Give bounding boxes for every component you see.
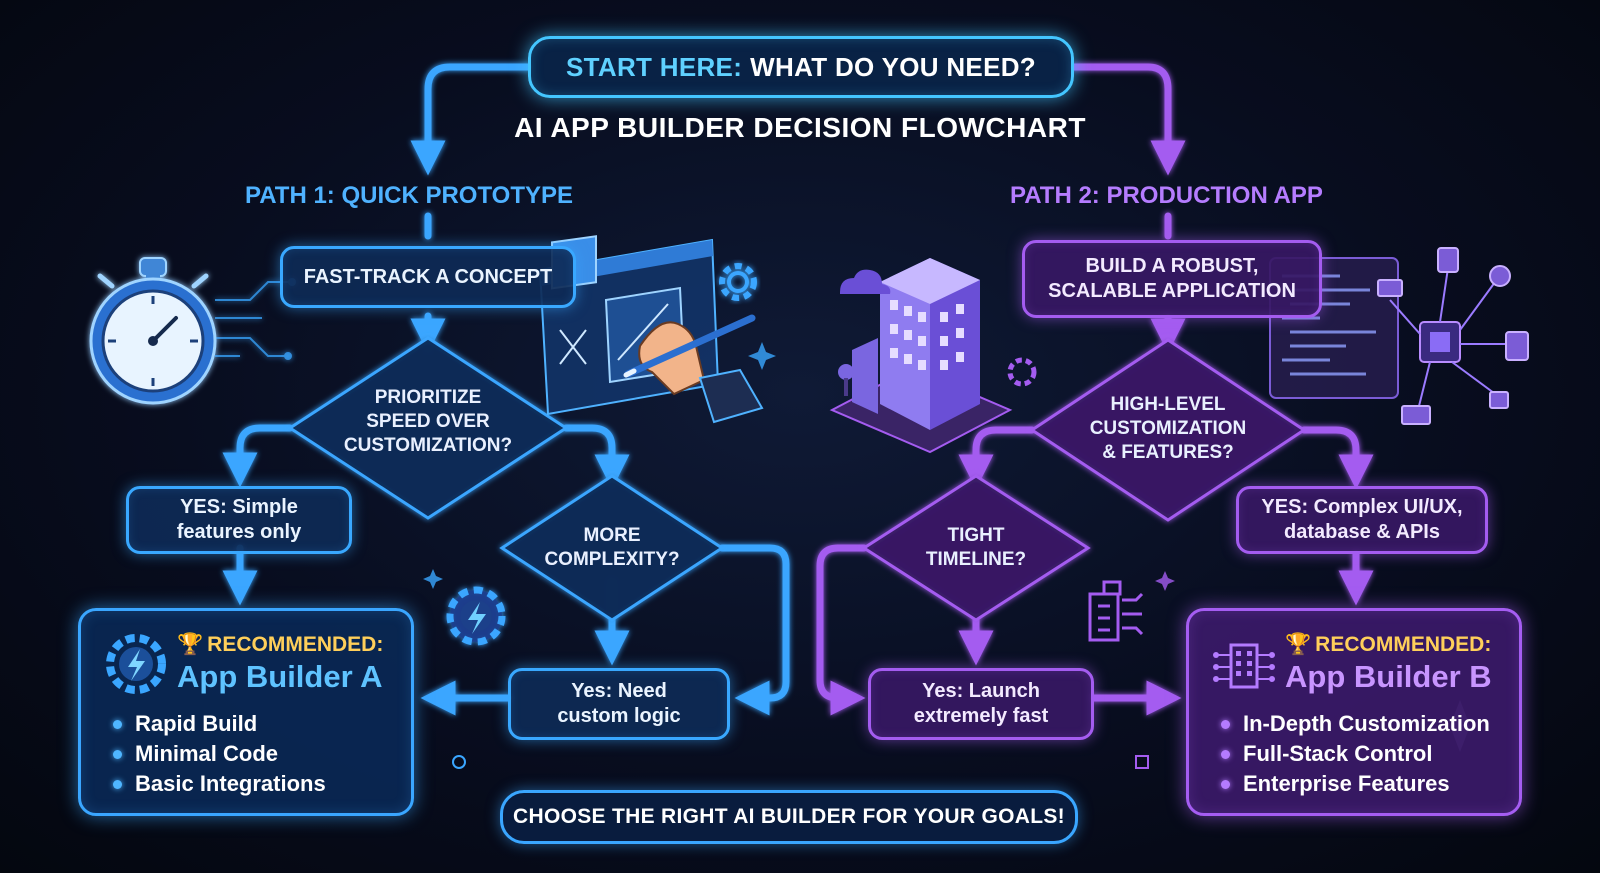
path1-yes-line: YES: Simple <box>180 496 298 518</box>
arrow-decision-no <box>562 424 630 490</box>
list-item: Full-Stack Control <box>1221 739 1499 769</box>
rec-b-name: App Builder B <box>1285 659 1492 694</box>
code-network-icon <box>1269 247 1529 425</box>
path2-decision2-text: TIGHT TIMELINE? <box>890 524 1062 572</box>
lightning-gear-icon <box>106 634 166 694</box>
rec-a-label: RECOMMENDED: <box>207 633 384 656</box>
path2-yes-line: database & APIs <box>1284 521 1440 543</box>
path2-launch-node: Yes: Launch extremely fast <box>868 668 1094 740</box>
path2-decision-line: HIGH-LEVEL <box>1110 394 1226 415</box>
path1-decision-line: PRIORITIZE <box>374 387 482 408</box>
path2-decision2-line: TIMELINE? <box>925 549 1027 570</box>
path2-label: PATH 2: PRODUCTION APP <box>1010 182 1323 209</box>
path1-yes2-line: Yes: Need <box>571 680 667 702</box>
arrow-timeline-loop <box>816 544 868 716</box>
purple-connectors <box>816 63 1374 716</box>
decision-diamond-timeline <box>861 474 1091 622</box>
path2-step-line: SCALABLE APPLICATION <box>1048 280 1296 302</box>
path1-step-text: FAST-TRACK A CONCEPT <box>303 265 553 288</box>
arrow-decision-yes <box>222 424 294 488</box>
circuit-building-icon <box>1213 643 1275 689</box>
path2-step-line: BUILD A ROBUST, <box>1085 255 1259 277</box>
recommendation-card-a: 🏆RECOMMENDED: App Builder A Rapid Build … <box>78 608 414 816</box>
circuit-building-icon <box>1088 580 1144 642</box>
path1-decision-line: SPEED OVER <box>366 411 490 432</box>
path2-step-node: BUILD A ROBUST, SCALABLE APPLICATION <box>1022 240 1322 318</box>
design-screen-hand-icon <box>538 235 764 424</box>
stopwatch-icon <box>89 257 296 405</box>
list-item: Enterprise Features <box>1221 769 1499 799</box>
decision-diamond-speed <box>287 336 569 520</box>
page-title: AI APP BUILDER DECISION FLOWCHART <box>514 112 1086 143</box>
arrow-start-to-path1 <box>410 63 532 176</box>
arrow-decision2-yes <box>1300 426 1374 490</box>
footer-text: CHOOSE THE RIGHT AI BUILDER FOR YOUR GOA… <box>513 805 1065 828</box>
path1-yes-line: features only <box>176 521 302 543</box>
list-item: Basic Integrations <box>113 769 391 799</box>
start-accent: START HERE: <box>566 51 743 82</box>
trophy-icon: 🏆 <box>1285 633 1312 656</box>
path2-decision-text: HIGH-LEVEL CUSTOMIZATION & FEATURES? <box>1048 393 1288 465</box>
rec-b-label: RECOMMENDED: <box>1315 633 1492 656</box>
path2-yes-line: YES: Complex UI/UX, <box>1261 496 1463 518</box>
gear-icon <box>719 263 757 301</box>
path2-decision-line: & FEATURES? <box>1102 442 1234 463</box>
list-item: Rapid Build <box>113 709 391 739</box>
path2-yes-node: YES: Complex UI/UX, database & APIs <box>1236 486 1488 554</box>
decision-diamond-customization <box>1029 338 1307 522</box>
decision-diamond-complexity <box>499 474 725 622</box>
path1-decision2-line: MORE <box>583 525 641 546</box>
path2-yes2-line: Yes: Launch <box>922 680 1040 702</box>
arrow-start-to-path2 <box>1070 63 1186 176</box>
path2-decision-line: CUSTOMIZATION <box>1089 418 1247 439</box>
rec-a-feature-list: Rapid Build Minimal Code Basic Integrati… <box>101 709 391 799</box>
recommendation-card-b: 🏆RECOMMENDED: App Builder B In-Depth Cus… <box>1186 608 1522 816</box>
path1-label: PATH 1: QUICK PROTOTYPE <box>245 182 574 209</box>
lightning-gear-icon <box>446 586 506 646</box>
list-item: In-Depth Customization <box>1221 709 1499 739</box>
arrow-complexity-loop <box>718 544 790 716</box>
path1-decision2-text: MORE COMPLEXITY? <box>522 524 702 572</box>
path1-yes-node: YES: Simple features only <box>126 486 352 554</box>
trophy-icon: 🏆 <box>177 633 204 656</box>
rec-b-feature-list: In-Depth Customization Full-Stack Contro… <box>1209 709 1499 799</box>
list-item: Minimal Code <box>113 739 391 769</box>
path1-decision-text: PRIORITIZE SPEED OVER CUSTOMIZATION? <box>300 386 556 458</box>
path1-decision2-line: COMPLEXITY? <box>544 549 680 570</box>
start-node: START HERE: WHAT DO YOU NEED? <box>528 36 1074 98</box>
rec-a-name: App Builder A <box>177 659 383 694</box>
path1-yes2-line: custom logic <box>557 705 681 727</box>
path1-step-node: FAST-TRACK A CONCEPT <box>280 246 576 308</box>
path1-custom-logic-node: Yes: Need custom logic <box>508 668 730 740</box>
path2-yes2-line: extremely fast <box>913 705 1049 727</box>
office-building-icon <box>829 258 1037 454</box>
path1-decision-line: CUSTOMIZATION? <box>343 435 513 456</box>
footer-banner: CHOOSE THE RIGHT AI BUILDER FOR YOUR GOA… <box>500 790 1078 844</box>
arrow-decision2-no <box>958 426 1036 490</box>
start-text: WHAT DO YOU NEED? <box>750 51 1036 82</box>
path2-decision2-line: TIGHT <box>947 525 1005 546</box>
